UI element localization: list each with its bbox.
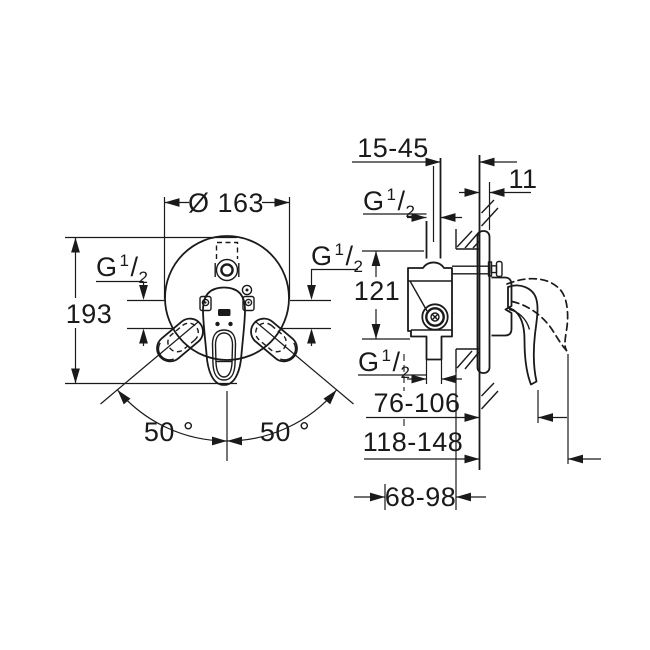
angle-right-label: 50 ° [260, 417, 310, 447]
angle-dimension-left [114, 387, 228, 446]
recess-depth-label: 15-45 [357, 133, 429, 163]
angle-left-label: 50 ° [144, 417, 194, 447]
escutcheon-plate-side [476, 230, 491, 374]
valve-body-side [403, 158, 503, 429]
dim-lever-projection-max [364, 354, 601, 464]
dim-port-distance [362, 250, 424, 340]
body-depth-label: 68-98 [385, 482, 457, 512]
dim-thread-bottom [358, 360, 462, 384]
dim-plate-projection [459, 182, 531, 230]
dim-body-depth [354, 372, 486, 510]
lever-handle-front [202, 286, 246, 386]
trim-plate-circle [164, 235, 290, 361]
lever-handle-side [491, 276, 569, 386]
front-centerlines [100, 321, 354, 461]
dim-lever-projection [366, 390, 567, 423]
diameter-label: Ø 163 [188, 188, 264, 218]
front-height-dimension [65, 236, 237, 385]
dim-recess-depth [352, 157, 517, 167]
front-diameter-dimension [163, 197, 291, 299]
body-boss-circle [421, 303, 449, 331]
height-label: 193 [66, 299, 113, 329]
dim-thread-top [363, 213, 462, 222]
handle-trunnions [199, 295, 255, 312]
diverter-pin [241, 284, 253, 296]
inlet-union-right [250, 317, 298, 363]
plate-projection-label: 11 [508, 164, 537, 194]
top-port [214, 241, 240, 282]
port-distance-label: 121 [354, 276, 401, 306]
lever-projection-label: 76-106 [373, 388, 460, 418]
angle-dimension-right [226, 387, 340, 446]
lever-projection-max-label: 118-148 [363, 427, 464, 457]
inlet-union-left [156, 317, 204, 363]
handle-logo-mark [218, 309, 231, 316]
front-thread-right-leader [282, 268, 358, 346]
lever-open-position [506, 277, 569, 352]
front-thread-left-leader [96, 280, 174, 346]
lever-closed-position [507, 284, 539, 386]
